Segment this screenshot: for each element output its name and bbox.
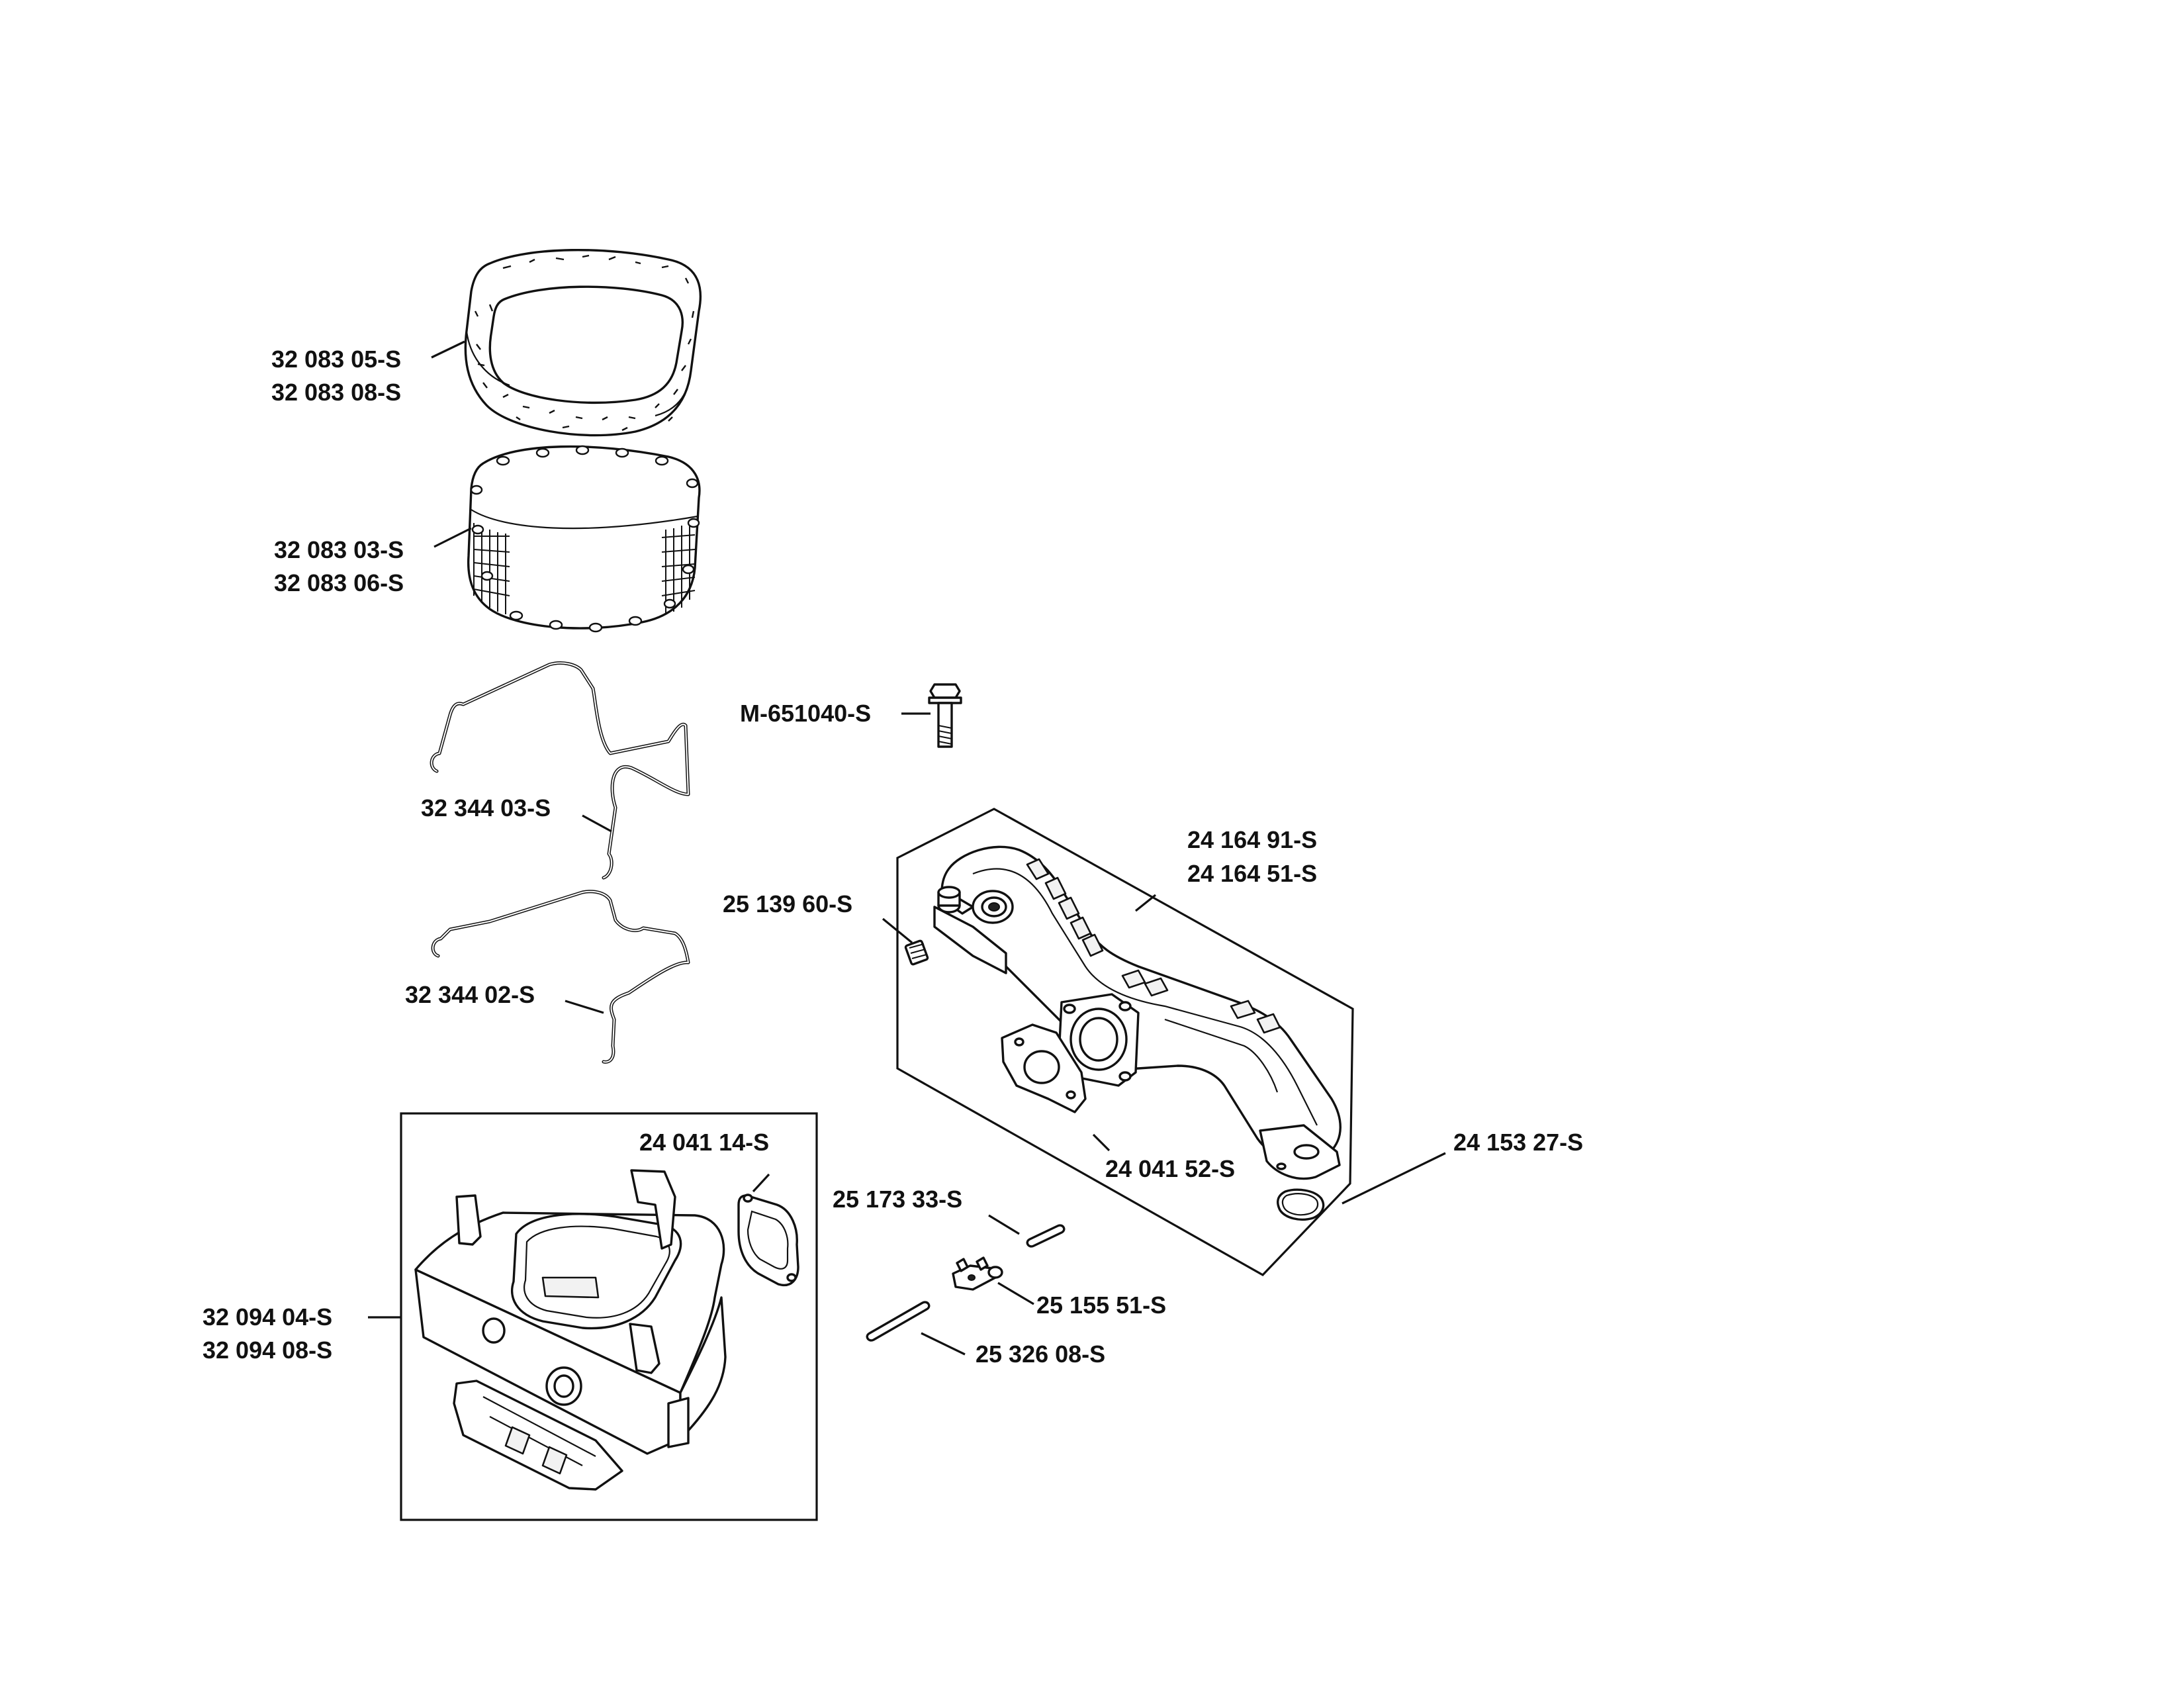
label-manifold-1: 24 164 91-S: [1187, 826, 1317, 853]
label-pin-long: 25 326 08-S: [976, 1340, 1105, 1368]
short-pin-drawing: [1026, 1224, 1066, 1248]
long-pin-drawing: [866, 1301, 931, 1342]
o-ring-drawing: [1277, 1188, 1325, 1221]
manifold-frame: [896, 808, 1354, 1277]
label-pin-short: 25 173 33-S: [833, 1186, 962, 1213]
label-manifold-gasket: 24 041 52-S: [1105, 1155, 1235, 1182]
label-bracket: 25 155 51-S: [1036, 1291, 1166, 1319]
manifold-gasket-drawing: [1001, 1023, 1087, 1113]
bracket-drawing: [952, 1256, 1003, 1291]
label-upper-clip: 32 344 03-S: [421, 794, 551, 821]
label-base-2: 32 094 08-S: [203, 1336, 332, 1364]
label-base-1: 32 094 04-S: [203, 1303, 332, 1331]
label-paper-filter-2: 32 083 06-S: [274, 569, 404, 596]
label-o-ring: 24 153 27-S: [1453, 1129, 1583, 1156]
base-gasket-drawing: [737, 1194, 799, 1287]
air-cleaner-base-drawing: [414, 1169, 727, 1491]
intake-manifold-drawing: [933, 845, 1342, 1180]
leader-lines: [368, 340, 1446, 1356]
label-screw: M-651040-S: [740, 700, 871, 727]
label-manifold-2: 24 164 51-S: [1187, 860, 1317, 887]
plug-drawing: [904, 939, 929, 966]
upper-wire-clip-drawing: [430, 661, 690, 880]
paper-filter-drawing: [467, 445, 701, 633]
label-foam-filter-2: 32 083 08-S: [271, 379, 401, 406]
lower-wire-clip-drawing: [431, 890, 690, 1064]
part-labels: 32 083 05-S 32 083 08-S 32 083 03-S 32 0…: [203, 346, 1583, 1368]
label-foam-filter-1: 32 083 05-S: [271, 346, 401, 373]
label-base-gasket: 24 041 14-S: [639, 1129, 769, 1156]
screw-drawing: [928, 683, 962, 748]
label-lower-clip: 32 344 02-S: [405, 981, 535, 1008]
label-paper-filter-1: 32 083 03-S: [274, 536, 404, 563]
label-plug: 25 139 60-S: [723, 890, 852, 917]
foam-precleaner-drawing: [464, 248, 702, 437]
